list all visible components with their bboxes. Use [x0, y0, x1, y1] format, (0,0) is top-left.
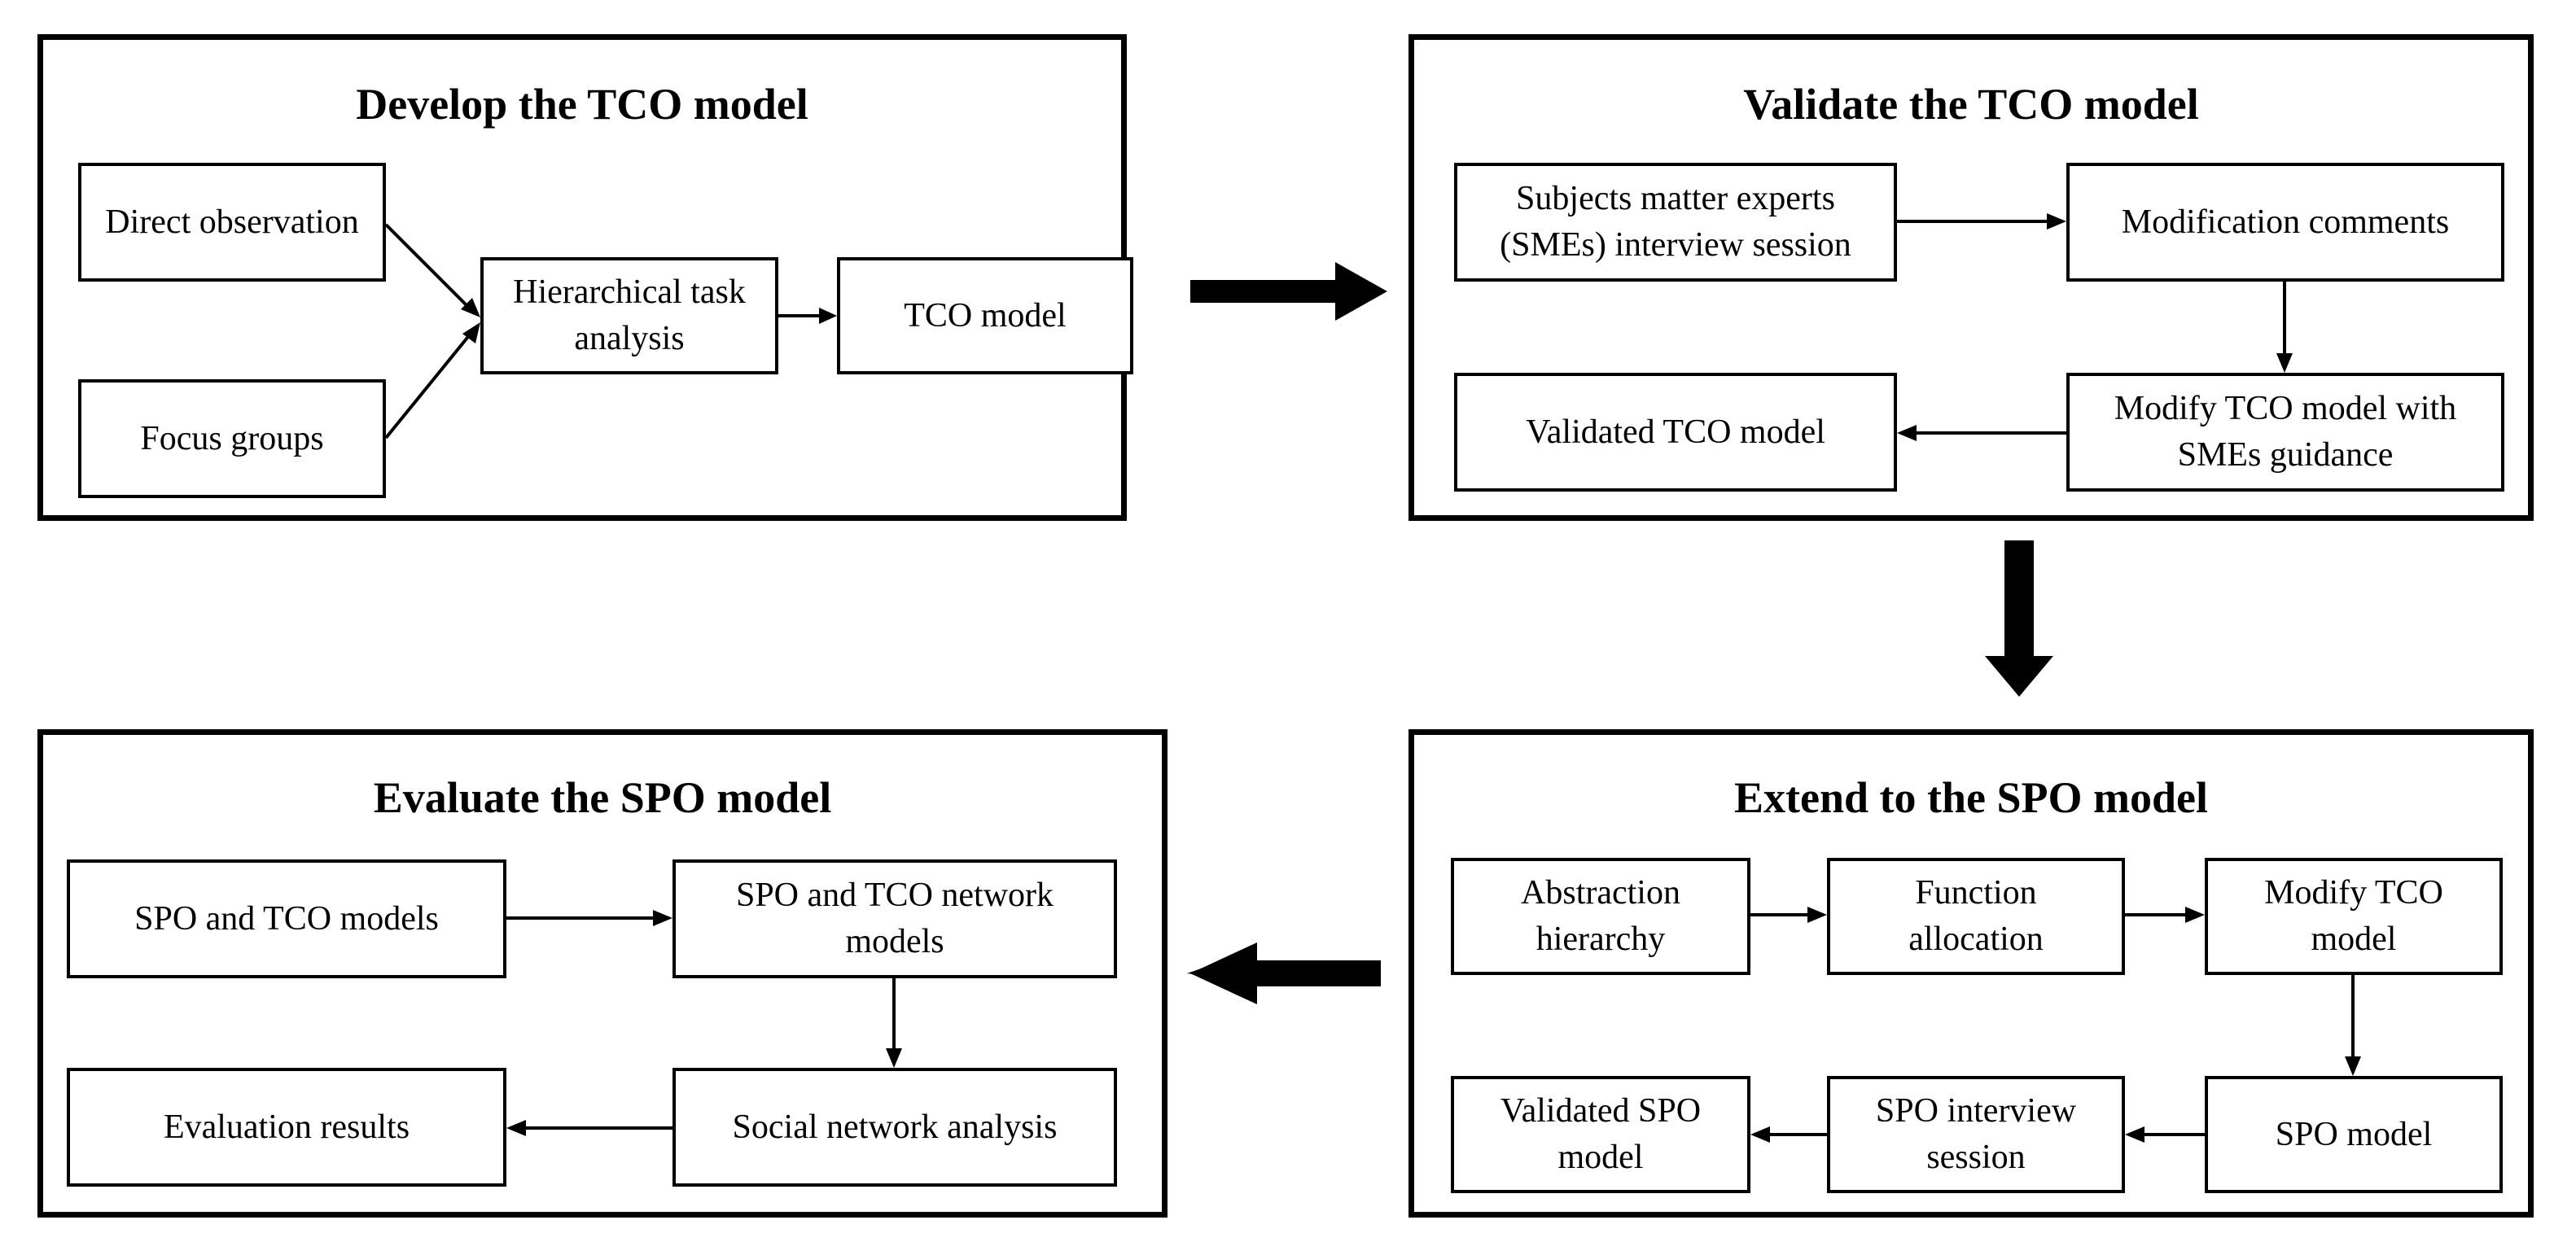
node-modification-comments: Modification comments [2066, 163, 2504, 282]
node-sme-interview: Subjects matter experts (SMEs) interview… [1454, 163, 1897, 282]
node-spo-tco-models: SPO and TCO models [67, 859, 506, 978]
node-modify-tco-sme: Modify TCO model with SMEs guidance [2066, 373, 2504, 492]
node-spo-interview: SPO interview session [1827, 1076, 2125, 1193]
block-arrow-develop-to-validate [1190, 262, 1387, 321]
node-hierarchical-task-analysis: Hierarchical task analysis [480, 257, 778, 374]
node-tco-model: TCO model [837, 257, 1133, 374]
node-social-network-analysis: Social network analysis [672, 1068, 1117, 1187]
node-direct-observation: Direct observation [78, 163, 386, 282]
panel-title-evaluate: Evaluate the SPO model [373, 773, 832, 822]
node-spo-model: SPO model [2205, 1076, 2503, 1193]
panel-title-extend: Extend to the SPO model [1733, 773, 2208, 822]
panel-title-develop: Develop the TCO model [356, 80, 808, 129]
node-function-allocation: Function allocation [1827, 858, 2125, 975]
node-network-models: SPO and TCO network models [672, 859, 1117, 978]
node-abstraction-hierarchy: Abstraction hierarchy [1451, 858, 1750, 975]
node-evaluation-results: Evaluation results [67, 1068, 506, 1187]
node-modify-tco-model: Modify TCO model [2205, 858, 2503, 975]
panel-title-validate: Validate the TCO model [1743, 80, 2199, 129]
block-arrow-extend-to-evaluate [1187, 942, 1381, 1004]
block-arrow-validate-to-extend [1985, 540, 2053, 697]
node-validated-spo: Validated SPO model [1451, 1076, 1750, 1193]
node-validated-tco: Validated TCO model [1454, 373, 1897, 492]
node-focus-groups: Focus groups [78, 379, 386, 498]
